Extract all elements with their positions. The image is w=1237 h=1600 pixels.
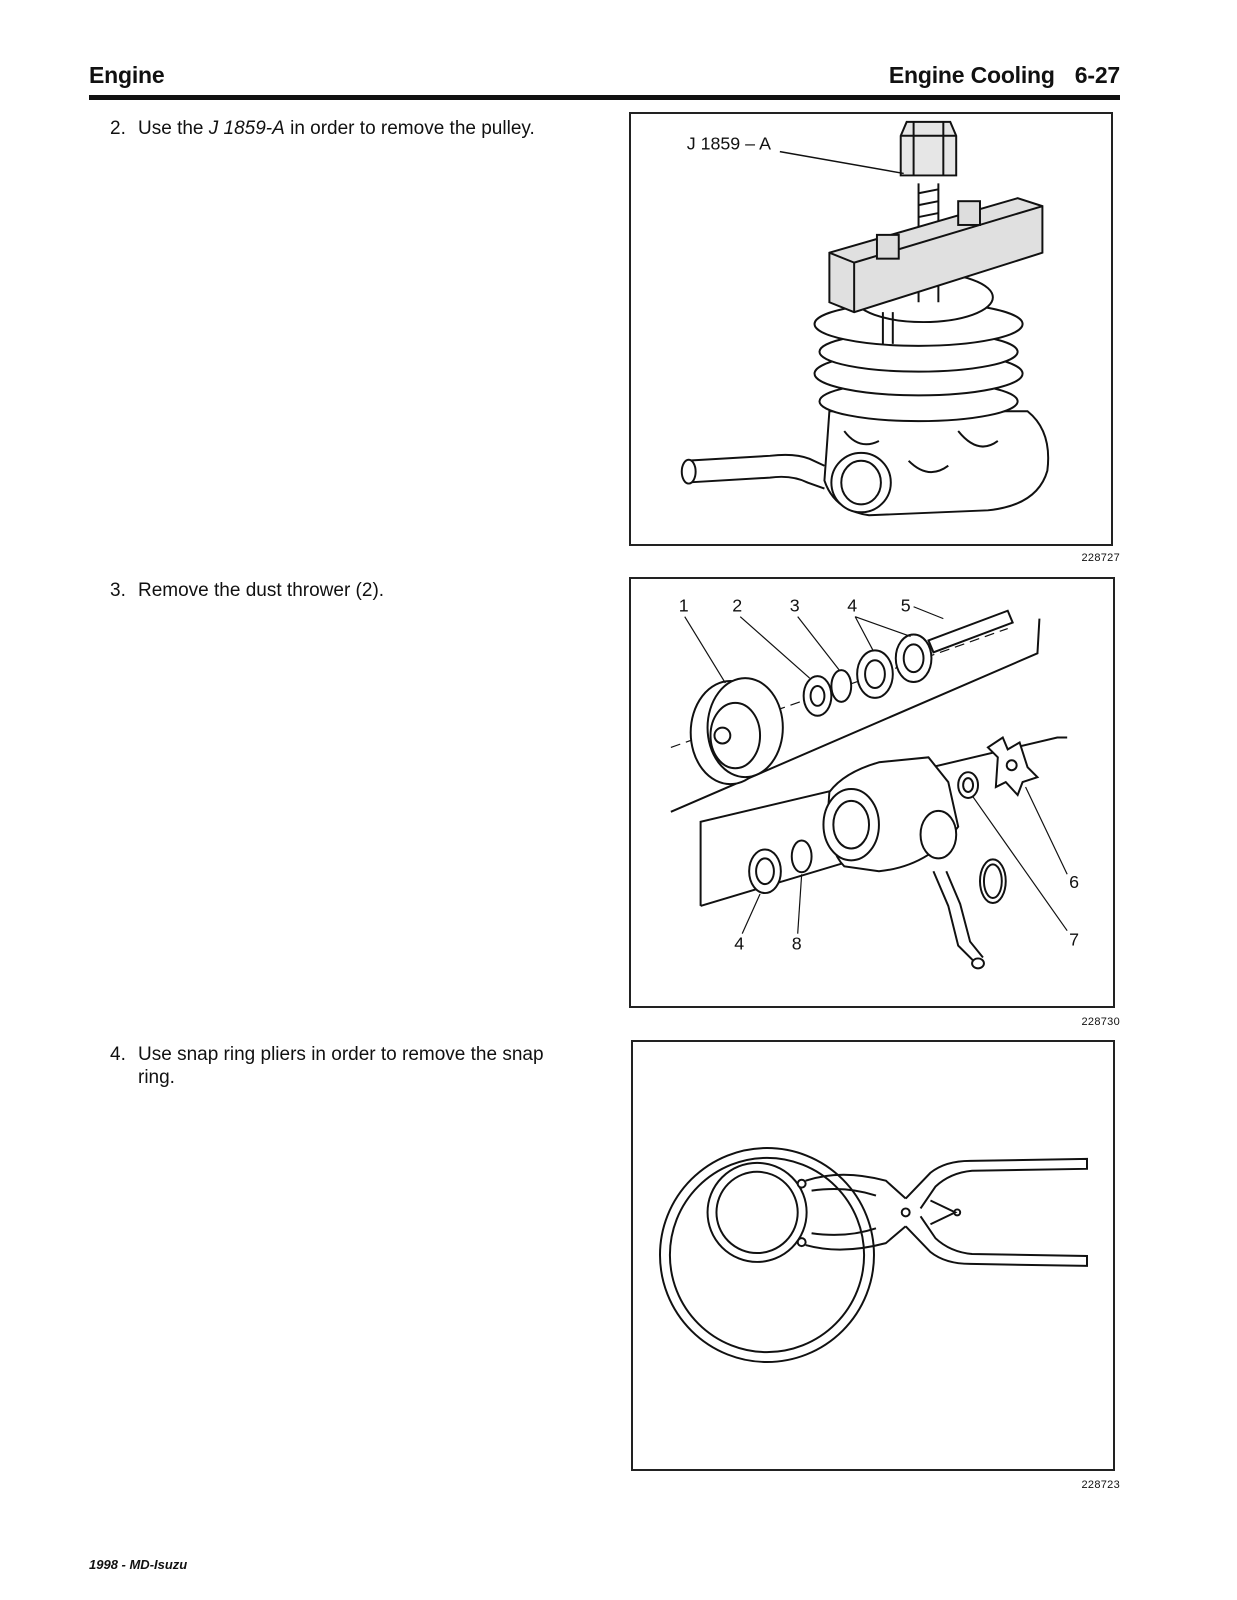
header-rule <box>89 95 1120 100</box>
callout-label: J 1859 – A <box>687 134 771 154</box>
figure-snap-ring <box>631 1040 1115 1471</box>
step-text: Use the J 1859-A in order to remove the … <box>110 117 570 140</box>
step-2: 2. Use the J 1859-A in order to remove t… <box>110 117 570 140</box>
figure-number: 228730 <box>1081 1016 1120 1028</box>
callout-4: 4 <box>847 596 857 616</box>
callout-8: 8 <box>792 934 802 954</box>
pulley-puller-illustration: J 1859 – A <box>680 120 1050 517</box>
callout-6: 6 <box>1069 872 1079 892</box>
callout-1: 1 <box>679 596 689 616</box>
chapter-title: Engine <box>89 62 165 88</box>
figure-number: 228723 <box>1081 1479 1120 1491</box>
step-number: 3. <box>110 580 126 601</box>
page-number: 6-27 <box>1074 62 1120 88</box>
figure-pulley-puller: J 1859 – A <box>629 112 1113 546</box>
step-text: Use snap ring pliers in order to remove … <box>138 1044 544 1088</box>
step-text-pre: Use the <box>138 118 209 139</box>
step-number: 4. <box>110 1044 126 1065</box>
water-pump-exploded-illustration: 1 2 3 4 5 6 7 4 8 <box>670 596 1079 970</box>
section-header: Engine Cooling 6-27 <box>889 62 1120 89</box>
step-3: 3. Remove the dust thrower (2). <box>110 579 570 602</box>
step-text: Remove the dust thrower (2). <box>138 580 385 601</box>
step-4: 4. Use snap ring pliers in order to remo… <box>110 1043 570 1089</box>
callout-7: 7 <box>1069 930 1079 950</box>
callout-2: 2 <box>732 596 742 616</box>
callout-3: 3 <box>790 596 800 616</box>
figure-exploded-view: 1 2 3 4 5 6 7 4 8 <box>629 577 1115 1008</box>
snap-ring-pliers-illustration <box>659 1147 1088 1363</box>
footer-text: 1998 - MD-Isuzu <box>89 1557 188 1572</box>
tool-name: J 1859-A <box>208 118 285 139</box>
callout-5: 5 <box>901 596 911 616</box>
section-title: Engine Cooling <box>888 62 1055 88</box>
figure-number: 228727 <box>1081 552 1120 564</box>
callout-4-lower: 4 <box>734 934 744 954</box>
step-text-post: in order to remove the pulley. <box>284 118 535 139</box>
step-number: 2. <box>110 118 126 139</box>
